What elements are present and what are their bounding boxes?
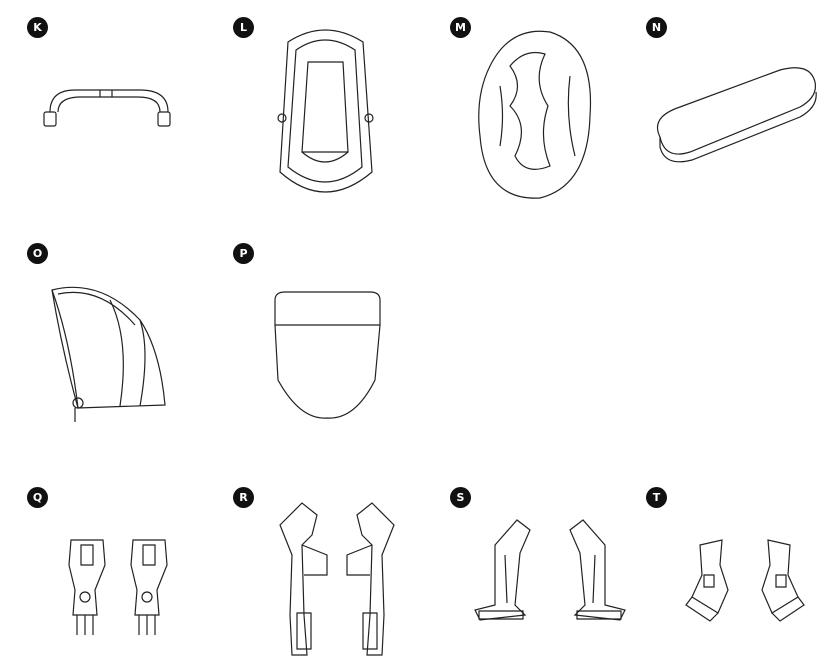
part-label-m: M	[450, 17, 471, 38]
bassinet-icon	[268, 22, 383, 202]
part-label-n: N	[646, 17, 667, 38]
part-label-t: T	[646, 487, 667, 508]
mattress-icon	[650, 62, 820, 167]
bassinet-adapter-icon	[272, 495, 402, 660]
canopy-hood-icon	[40, 280, 175, 430]
part-label-o: O	[27, 243, 48, 264]
car-seat-adapter-small-icon	[65, 535, 185, 645]
carry-handle-bar-icon	[40, 82, 180, 137]
seat-adapter-icon	[465, 515, 635, 635]
footmuff-apron-icon	[270, 290, 385, 420]
lower-adapter-icon	[680, 535, 810, 625]
part-label-k: K	[27, 17, 48, 38]
part-label-r: R	[233, 487, 254, 508]
part-label-q: Q	[27, 487, 48, 508]
part-label-l: L	[233, 17, 254, 38]
part-label-s: S	[450, 487, 471, 508]
part-label-p: P	[233, 243, 254, 264]
rain-cover-icon	[470, 26, 600, 206]
